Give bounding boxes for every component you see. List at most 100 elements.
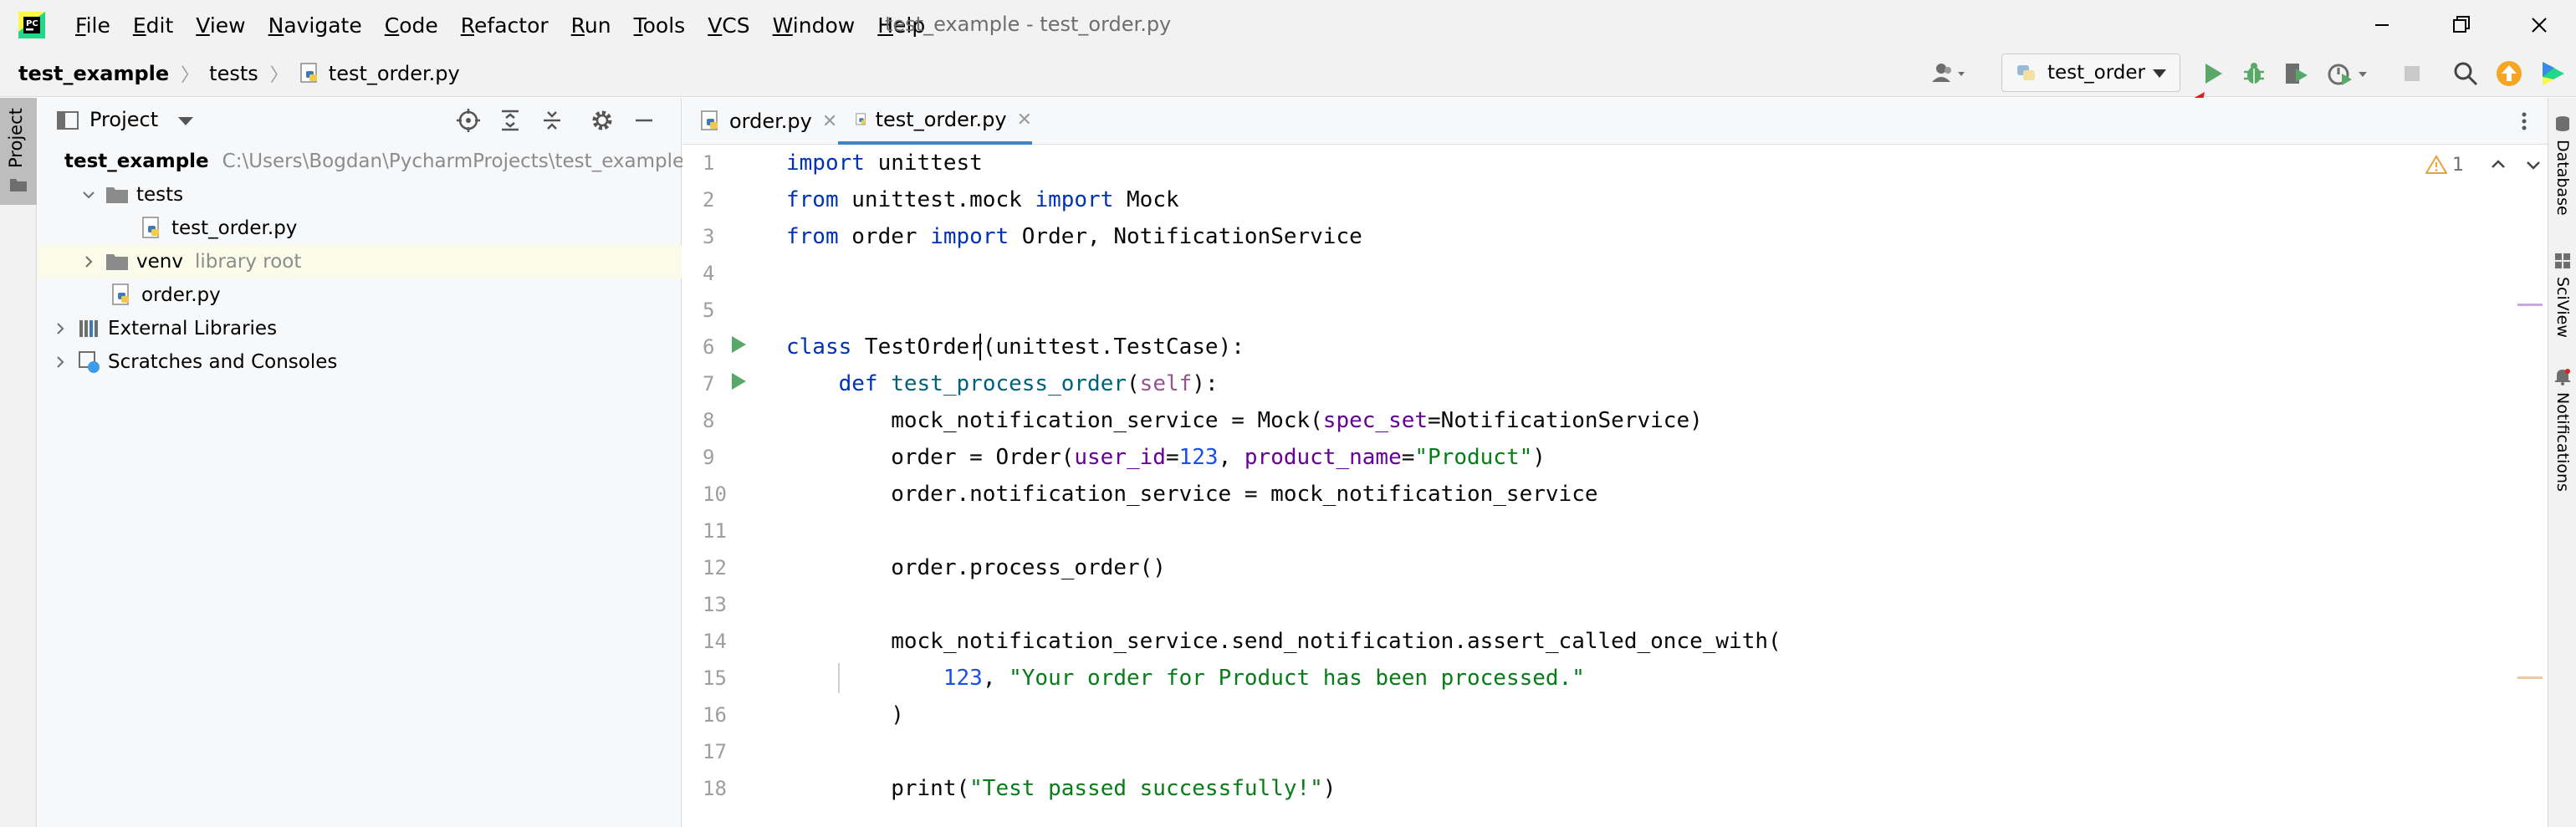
tree-item-test-order-file[interactable]: test_order.py xyxy=(38,212,682,245)
line-number: 12 xyxy=(703,556,727,579)
line-number: 14 xyxy=(703,630,727,653)
error-stripe-mark[interactable] xyxy=(2517,676,2543,679)
tree-label: test_example xyxy=(64,151,209,172)
menu-view[interactable]: View xyxy=(196,13,246,38)
error-stripe[interactable] xyxy=(2517,145,2548,827)
close-window-icon[interactable] xyxy=(2521,7,2558,43)
tree-item-project-root[interactable]: test_example C:\Users\Bogdan\PycharmProj… xyxy=(38,145,684,178)
chevron-right-icon[interactable] xyxy=(51,353,69,371)
view-dropdown-icon[interactable] xyxy=(178,116,193,126)
ide-plugin-icon[interactable] xyxy=(2538,59,2568,89)
line-number: 16 xyxy=(703,703,727,727)
code-token: Mock xyxy=(1113,187,1179,212)
menu-refactor[interactable]: Refactor xyxy=(460,13,549,38)
database-icon[interactable] xyxy=(2553,115,2572,133)
close-tab-icon[interactable]: ✕ xyxy=(1016,109,1032,130)
sciview-icon[interactable] xyxy=(2553,252,2572,270)
breadcrumb-separator-icon: 〉 xyxy=(269,65,289,86)
project-panel-title[interactable]: Project xyxy=(89,108,159,131)
chevron-down-icon[interactable] xyxy=(79,186,98,204)
code-token: mock_notification_service = Mock( xyxy=(786,408,1323,433)
error-stripe-mark[interactable] xyxy=(2517,304,2543,306)
code-line-6: class TestOrder(unittest.TestCase): xyxy=(786,329,1245,365)
select-opened-file-icon[interactable] xyxy=(456,108,481,133)
sciview-tab[interactable]: SciView xyxy=(2553,277,2572,338)
code-token xyxy=(786,666,943,691)
code-token: order.notification_service = mock_notifi… xyxy=(786,482,1598,507)
menu-navigate[interactable]: Navigate xyxy=(268,13,362,38)
breadcrumb-folder[interactable]: tests xyxy=(209,62,258,85)
code-token: ) xyxy=(786,702,904,727)
debug-icon[interactable] xyxy=(2239,59,2269,89)
close-tab-icon[interactable]: ✕ xyxy=(821,110,838,132)
menu-tools[interactable]: Tools xyxy=(633,13,686,38)
breadcrumb-file[interactable]: test_order.py xyxy=(328,62,460,85)
line-number: 2 xyxy=(703,188,715,212)
tree-label: order.py xyxy=(141,284,221,306)
menu-edit[interactable]: Edit xyxy=(132,13,174,38)
chevron-right-icon[interactable] xyxy=(51,319,69,338)
code-editor[interactable]: import unittest from unittest.mock impor… xyxy=(786,145,2517,827)
inspection-widget[interactable]: 1 xyxy=(2425,152,2543,177)
restore-icon[interactable] xyxy=(2443,7,2480,43)
tab-order-py[interactable]: order.py ✕ xyxy=(682,98,838,145)
folder-icon xyxy=(10,179,27,191)
tree-item-external-libraries[interactable]: External Libraries xyxy=(38,312,682,345)
run-icon[interactable] xyxy=(2197,59,2227,89)
hide-panel-icon[interactable] xyxy=(631,108,657,133)
code-line-3: from order import Order, NotificationSer… xyxy=(786,218,1362,255)
code-token: user_id xyxy=(1074,445,1166,470)
run-configuration-selector[interactable]: test_order xyxy=(2001,54,2180,92)
code-token: unittest xyxy=(864,151,983,176)
run-test-method-icon[interactable] xyxy=(729,371,748,391)
previous-highlight-icon[interactable] xyxy=(2489,156,2507,174)
tree-label: Scratches and Consoles xyxy=(108,351,338,373)
window-title: test_example - test_order.py xyxy=(885,13,1172,36)
more-options-icon[interactable] xyxy=(2516,110,2533,133)
next-highlight-icon[interactable] xyxy=(2524,156,2543,174)
tree-item-scratches[interactable]: Scratches and Consoles xyxy=(38,345,682,379)
expand-all-icon[interactable] xyxy=(498,108,523,133)
line-number: 17 xyxy=(703,740,727,763)
breadcrumb-project[interactable]: test_example xyxy=(18,62,170,85)
gear-icon[interactable] xyxy=(590,108,615,133)
pycharm-logo-icon[interactable]: PC xyxy=(17,10,47,40)
update-available-icon[interactable] xyxy=(2494,59,2524,89)
chevron-right-icon[interactable] xyxy=(79,253,98,271)
code-line-8: mock_notification_service = Mock(spec_se… xyxy=(786,402,1703,439)
project-tool-window-tab[interactable]: Project xyxy=(0,98,37,205)
menu-window[interactable]: Window xyxy=(772,13,856,38)
python-file-icon xyxy=(112,283,129,305)
tree-item-tests[interactable]: tests xyxy=(38,178,682,212)
menu-help[interactable]: Help xyxy=(877,13,926,38)
menu-file[interactable]: File xyxy=(75,13,110,38)
code-token: Order, NotificationService xyxy=(1009,224,1362,249)
tree-item-venv[interactable]: venv library root xyxy=(38,245,682,278)
minimize-icon[interactable] xyxy=(2364,7,2400,43)
account-icon[interactable] xyxy=(1928,59,1968,89)
search-everywhere-icon[interactable] xyxy=(2451,59,2481,89)
code-token: test_process_order xyxy=(891,371,1127,396)
code-token: TestOrder(unittest.TestCase): xyxy=(851,334,1245,360)
run-test-class-icon[interactable] xyxy=(729,334,748,355)
tab-test-order-py[interactable]: test_order.py ✕ xyxy=(838,98,1032,145)
menu-code[interactable]: Code xyxy=(384,13,438,38)
notifications-bell-icon[interactable] xyxy=(2553,367,2572,385)
database-tab[interactable]: Database xyxy=(2553,140,2572,216)
profile-icon[interactable] xyxy=(2325,59,2372,89)
tree-item-order-file[interactable]: order.py xyxy=(38,278,682,312)
line-number: 8 xyxy=(703,409,715,432)
menu-run[interactable]: Run xyxy=(570,13,611,38)
right-tool-stripe: Database SciView Notifications xyxy=(2548,98,2576,827)
code-line-2: from unittest.mock import Mock xyxy=(786,181,1179,218)
project-panel: Project xyxy=(38,98,684,827)
collapse-all-icon[interactable] xyxy=(539,108,565,133)
run-with-coverage-icon[interactable] xyxy=(2281,59,2311,89)
notifications-tab[interactable]: Notifications xyxy=(2553,392,2572,492)
stop-icon[interactable] xyxy=(2397,59,2427,89)
tree-hint: library root xyxy=(194,251,302,273)
title-bar: PC File Edit View Navigate Code Refactor… xyxy=(0,0,2576,50)
menu-vcs[interactable]: VCS xyxy=(708,13,750,38)
python-file-icon xyxy=(701,110,718,130)
run-config-name: test_order xyxy=(2047,62,2145,84)
